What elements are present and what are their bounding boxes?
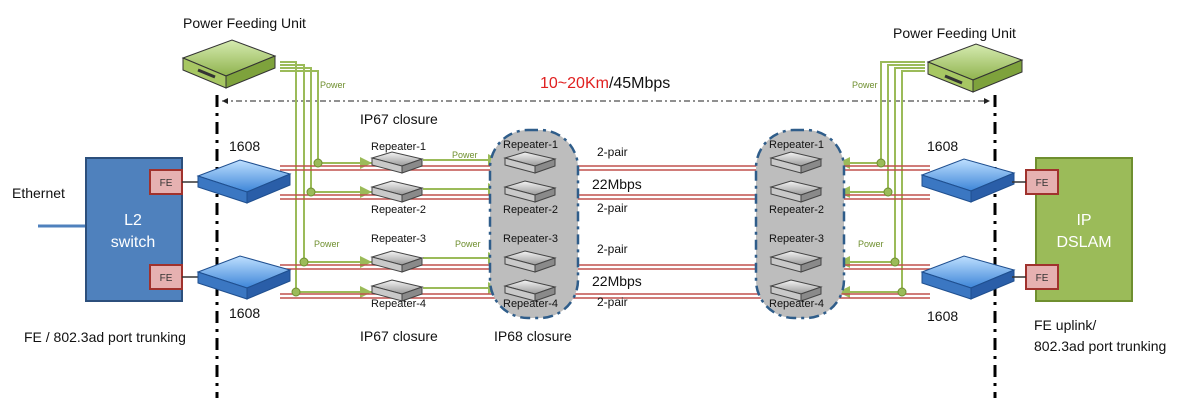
ip-dslam-line2: DSLAM: [1056, 234, 1111, 251]
switch-1608-label-left-bottom: 1608: [229, 305, 260, 321]
ip68-label: IP68 closure: [494, 328, 572, 344]
repeater-devices: [370, 151, 823, 302]
fe-box-right-top: [1025, 169, 1059, 195]
ip67-label-top: IP67 closure: [360, 111, 438, 127]
repeater-device-ip68r-1: [769, 151, 823, 174]
link-label-rate-1: 22Mbps: [592, 176, 642, 192]
link-label-rate-2: 22Mbps: [592, 273, 642, 289]
l2-switch-line2: switch: [111, 234, 155, 251]
repeater-label-ip67-1: Repeater-1: [371, 141, 426, 153]
power-junctions: [291, 158, 907, 297]
link-label-2pair-4: 2-pair: [597, 295, 628, 309]
repeater-label-ip68r-1: Repeater-1: [769, 139, 824, 151]
span-distance: 10~20Km: [540, 75, 609, 92]
span-rate: /45Mbps: [609, 75, 670, 92]
power-feeds-right: [838, 61, 925, 298]
span-label: 10~20Km/45Mbps: [540, 75, 670, 92]
ethernet-label: Ethernet: [12, 185, 65, 201]
power-feeding-unit-left: [181, 39, 277, 89]
power-label-5: Power: [852, 80, 878, 90]
repeater-label-ip68l-4: Repeater-4: [503, 298, 558, 310]
repeater-device-ip68l-2: [503, 180, 557, 203]
l2-switch-line1: L2: [124, 212, 142, 229]
power-feeds-left: [280, 61, 500, 298]
repeater-label-ip67-2: Repeater-2: [371, 204, 426, 216]
repeater-device-ip67-1: [370, 151, 424, 174]
fe-label-left-top: FE: [160, 178, 173, 189]
switch-1608-left-top: [196, 159, 292, 204]
fe-box-left-bottom: [149, 264, 183, 290]
repeater-device-ip68r-2: [769, 180, 823, 203]
ip-dslam-caption-2: 802.3ad port trunking: [1034, 338, 1166, 354]
power-label-3: Power: [314, 239, 340, 249]
l2-switch-caption: FE / 802.3ad port trunking: [24, 329, 186, 345]
repeater-device-ip67-2: [370, 180, 424, 203]
pfu-left-label: Power Feeding Unit: [183, 15, 306, 31]
switch-1608-left-bottom: [196, 255, 292, 300]
repeater-device-ip68l-1: [503, 151, 557, 174]
ip68-closure-right: [754, 128, 846, 320]
fe-label-left-bottom: FE: [160, 273, 173, 284]
switch-1608-label-left-top: 1608: [229, 138, 260, 154]
repeater-label-ip68l-3: Repeater-3: [503, 233, 558, 245]
repeater-label-ip67-4: Repeater-4: [371, 298, 426, 310]
repeater-label-ip67-3: Repeater-3: [371, 233, 426, 245]
repeater-device-ip68l-4: [503, 279, 557, 302]
repeater-label-ip68r-4: Repeater-4: [769, 298, 824, 310]
link-label-2pair-2: 2-pair: [597, 201, 628, 215]
fe-box-left-top: [149, 169, 183, 195]
link-label-2pair-3: 2-pair: [597, 242, 628, 256]
repeater-device-ip68r-3: [769, 250, 823, 273]
switch-1608-right-top: [920, 158, 1016, 203]
repeater-label-ip68r-2: Repeater-2: [769, 204, 824, 216]
repeater-device-ip67-3: [370, 250, 424, 273]
power-label-6: Power: [858, 239, 884, 249]
link-label-2pair-1: 2-pair: [597, 145, 628, 159]
switch-1608-label-right-bottom: 1608: [927, 308, 958, 324]
power-label-4: Power: [455, 239, 481, 249]
repeater-device-ip67-4: [370, 279, 424, 302]
ip67-label-bottom: IP67 closure: [360, 328, 438, 344]
power-label-2: Power: [452, 150, 478, 160]
switch-1608-right-bottom: [920, 255, 1016, 300]
repeater-label-ip68l-1: Repeater-1: [503, 139, 558, 151]
pfu-right-label: Power Feeding Unit: [893, 25, 1016, 41]
fe-label-right-top: FE: [1036, 178, 1049, 189]
repeater-device-ip68l-3: [503, 250, 557, 273]
switch-1608-label-right-top: 1608: [927, 138, 958, 154]
repeater-label-ip68r-3: Repeater-3: [769, 233, 824, 245]
power-label-1: Power: [320, 80, 346, 90]
fe-label-right-bottom: FE: [1036, 273, 1049, 284]
repeater-device-ip68r-4: [769, 279, 823, 302]
ip-dslam-caption-1: FE uplink/: [1034, 317, 1096, 333]
repeater-label-ip68l-2: Repeater-2: [503, 204, 558, 216]
ip-dslam-line1: IP: [1076, 212, 1091, 229]
power-feeding-unit-right: [926, 43, 1024, 93]
ip68-closure-left: [488, 128, 580, 320]
